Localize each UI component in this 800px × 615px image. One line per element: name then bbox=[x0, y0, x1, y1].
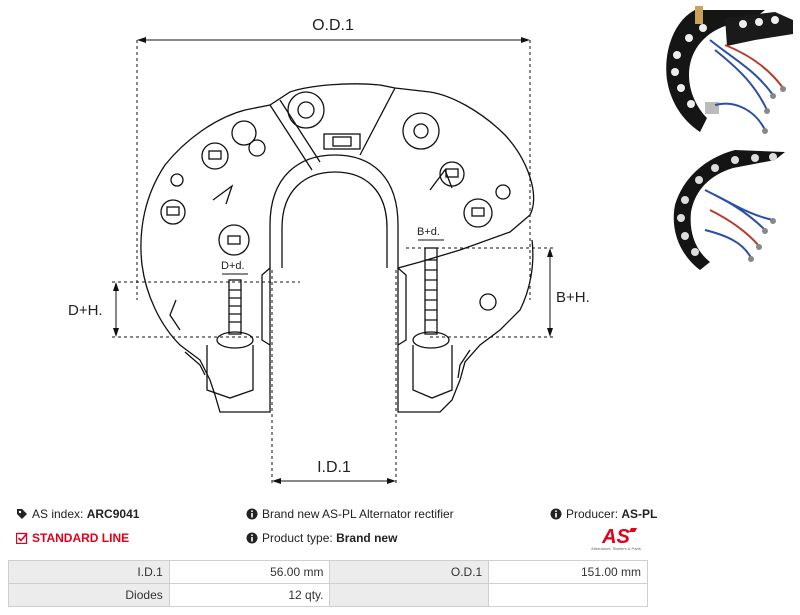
od-dimension-label: O.D.1 bbox=[312, 17, 354, 34]
product-photos bbox=[666, 6, 793, 270]
product-photo-bottom bbox=[673, 150, 785, 270]
table-row: I.D.1 56.00 mm O.D.1 151.00 mm bbox=[8, 560, 648, 584]
spec-value: 12 qty. bbox=[168, 583, 331, 607]
dh-dimension-label: D+H. bbox=[68, 302, 103, 319]
spec-value: 151.00 mm bbox=[488, 560, 648, 584]
rectifier-outline-right bbox=[397, 239, 534, 413]
producer-label: Producer: bbox=[566, 507, 619, 521]
tag-icon bbox=[16, 508, 28, 520]
description-text: Brand new AS-PL Alternator rectifier bbox=[262, 507, 454, 521]
as-index-value: ARC9041 bbox=[86, 507, 140, 521]
info-circle-icon bbox=[550, 508, 562, 520]
as-index-label: AS index: bbox=[32, 507, 84, 521]
standard-line: STANDARD LINE bbox=[16, 531, 129, 545]
bh-dimension-label: B+H. bbox=[556, 289, 590, 306]
table-row: Diodes 12 qty. bbox=[8, 583, 648, 607]
spec-table: I.D.1 56.00 mm O.D.1 151.00 mm Diodes 12… bbox=[8, 560, 648, 607]
spec-label bbox=[329, 583, 490, 607]
spec-label: O.D.1 bbox=[329, 560, 490, 584]
product-photo-top bbox=[666, 6, 793, 134]
info-circle-icon bbox=[246, 532, 258, 544]
dd-dimension-label: D+d. bbox=[221, 260, 245, 272]
spec-value bbox=[488, 583, 648, 607]
as-pl-logo: AS bbox=[601, 526, 637, 548]
spec-value: 56.00 mm bbox=[168, 560, 331, 584]
product-type-value: Brand new bbox=[336, 531, 398, 545]
product-type: Product type: Brand new bbox=[246, 531, 397, 545]
standard-line-label: STANDARD LINE bbox=[32, 531, 130, 545]
id-dimension-label: I.D.1 bbox=[317, 459, 351, 476]
info-circle-icon bbox=[246, 508, 258, 520]
rectifier-technical-drawing: O.D.1 I.D.1 D+H. B+H. D+d. B+d. bbox=[68, 17, 590, 485]
product-description: Brand new AS-PL Alternator rectifier bbox=[246, 507, 454, 521]
spec-label: I.D.1 bbox=[8, 560, 170, 584]
spec-label: Diodes bbox=[8, 583, 170, 607]
producer-value: AS-PL bbox=[621, 507, 658, 521]
svg-text:AS: AS bbox=[601, 526, 630, 548]
logo-tagline: Alternators, Starters & Parts bbox=[591, 546, 641, 551]
rectifier-outline bbox=[140, 83, 535, 413]
as-index: AS index: ARC9041 bbox=[16, 507, 139, 521]
check-square-icon bbox=[16, 532, 28, 544]
bd-dimension-label: B+d. bbox=[417, 226, 440, 238]
product-type-label: Product type: bbox=[262, 531, 333, 545]
producer: Producer: AS-PL bbox=[550, 507, 657, 521]
